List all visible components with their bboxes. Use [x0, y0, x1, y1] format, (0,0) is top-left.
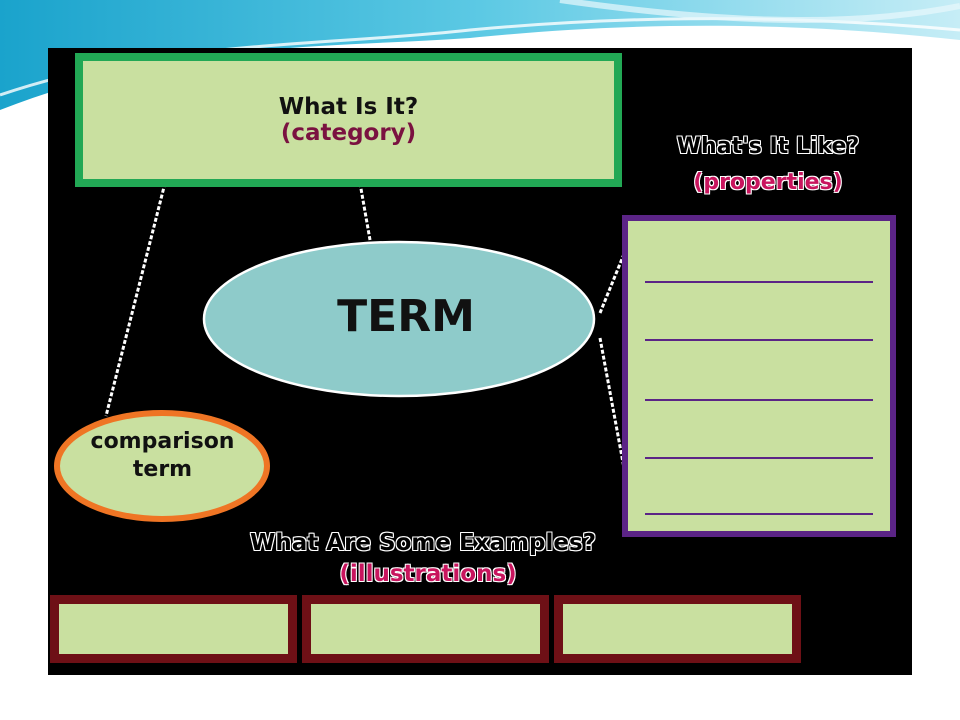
connector-term-properties-bottom: [598, 337, 626, 469]
comparison-term-label: comparison term: [66, 428, 259, 484]
connector-category-term: [358, 182, 372, 241]
category-title: What Is It?: [278, 94, 419, 120]
comparison-line-2: term: [132, 457, 193, 482]
example-box-2: [302, 595, 549, 663]
property-line: [645, 339, 873, 341]
connector-lines: [54, 182, 626, 522]
example-box-3: [554, 595, 801, 663]
term-ellipse: [202, 240, 596, 398]
properties-heading: What's It Like?: [676, 134, 860, 159]
comparison-line-1: comparison: [90, 429, 235, 454]
category-subtitle: (category): [280, 120, 417, 146]
examples-heading: What Are Some Examples?: [250, 530, 596, 556]
term-label: TERM: [337, 291, 475, 342]
properties-box: [622, 215, 896, 537]
property-line: [645, 513, 873, 515]
connector-category-comparison: [104, 182, 167, 417]
property-line: [645, 281, 873, 283]
concept-map-diagram: What Is It? (category) TERM comparison t…: [48, 48, 912, 675]
properties-subtitle: (properties): [693, 170, 843, 195]
examples-subtitle: (illustrations): [339, 561, 517, 587]
property-line: [645, 457, 873, 459]
example-box-1: [50, 595, 297, 663]
category-box: What Is It? (category): [75, 53, 622, 187]
property-line: [645, 399, 873, 401]
top-swoosh-accent: [559, 0, 960, 24]
comparison-ellipse: [54, 410, 270, 522]
top-swoosh-shape: [0, 0, 960, 110]
connector-term-properties-top: [598, 253, 626, 314]
